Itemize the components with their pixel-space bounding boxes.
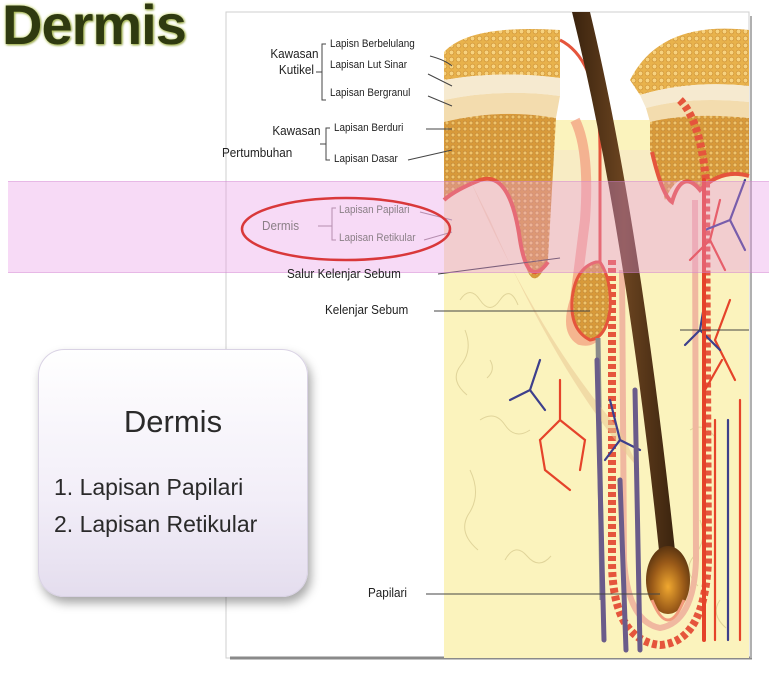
label-salur-kelenjar-sebum: Salur Kelenjar Sebum bbox=[287, 266, 401, 281]
label-lapisan-bergranul: Lapisan Bergranul bbox=[330, 87, 410, 99]
label-lapisan-dasar: Lapisan Dasar bbox=[334, 153, 398, 165]
label-kawasan-kutikel-1: Kawasan bbox=[270, 46, 318, 61]
label-dermis: Dermis bbox=[262, 218, 299, 233]
label-kawasan-pertumbuhan-1: Kawasan bbox=[272, 123, 320, 138]
label-lapisan-retikular: Lapisan Retikular bbox=[339, 232, 416, 244]
label-lapisan-papilari: Lapisan Papilari bbox=[339, 204, 409, 216]
card-title: Dermis bbox=[38, 404, 308, 440]
label-kawasan-pertumbuhan-2: Pertumbuhan bbox=[222, 145, 292, 160]
label-lapisan-berduri: Lapisan Berduri bbox=[334, 122, 403, 134]
card-item-1: 1. Lapisan Papilari bbox=[54, 474, 243, 501]
card-item-2: 2. Lapisan Retikular bbox=[54, 511, 257, 538]
label-papilari: Papilari bbox=[368, 585, 407, 600]
label-lapisan-berbelulang: Lapisn Berbelulang bbox=[330, 38, 415, 50]
summary-card: Dermis 1. Lapisan Papilari 2. Lapisan Re… bbox=[38, 349, 308, 597]
label-lapisan-lut-sinar: Lapisan Lut Sinar bbox=[330, 59, 407, 71]
label-kelenjar-sebum: Kelenjar Sebum bbox=[325, 302, 408, 317]
label-kawasan-kutikel-2: Kutikel bbox=[279, 62, 314, 77]
